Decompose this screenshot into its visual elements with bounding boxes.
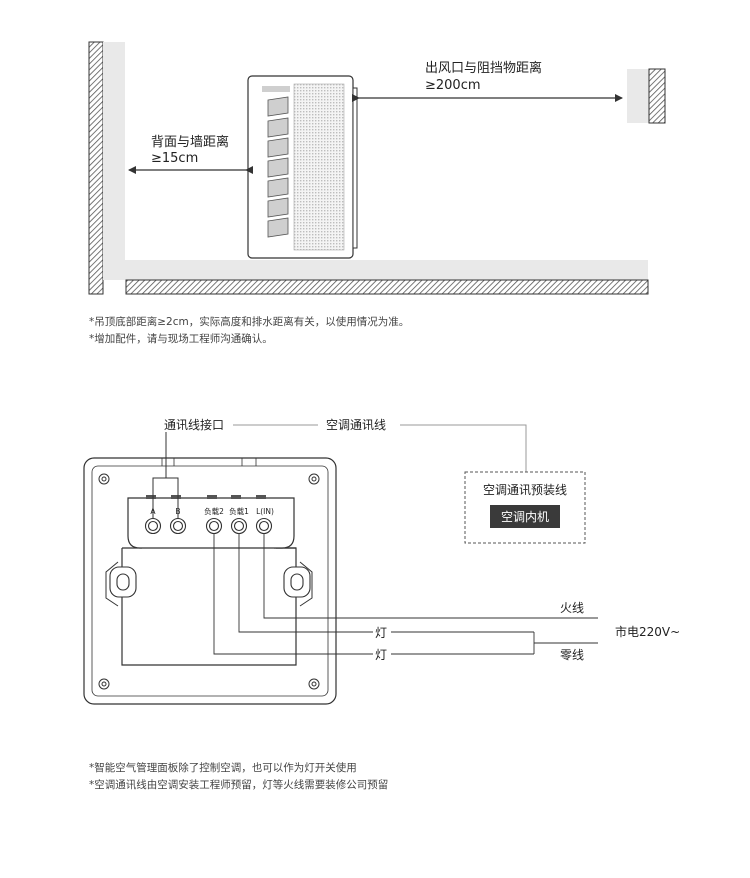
live-label: 火线 [560, 601, 584, 615]
back-distance-value: ≥15cm [151, 151, 198, 166]
panel-inner [91, 465, 329, 697]
installation-diagram: 背面与墙距离 ≥15cm 出风口与阻挡物距离 ≥200cm *吊顶底部距离≥2c… [88, 41, 666, 345]
terminal-tabs [146, 495, 266, 499]
comm-line [233, 424, 527, 472]
terminal-screws [144, 517, 273, 535]
floor-shade [103, 260, 648, 280]
ac-unit [247, 75, 358, 259]
obstacle-shade [627, 69, 649, 123]
preinstall-label: 空调通讯预装线 [483, 483, 567, 497]
indoor-unit-badge [490, 505, 560, 528]
lamp-wire-1 [238, 534, 373, 633]
terminal-label-lin: L(IN) [256, 507, 274, 516]
wiring-note-1: *智能空气管理面板除了控制空调，也可以作为灯开关使用 [89, 761, 357, 774]
back-distance-label: 背面与墙距离 [151, 134, 229, 150]
install-note-2: *增加配件，请与现场工程师沟通确认。 [89, 332, 273, 345]
wiring-diagram: A B 负载2 负载1 L(IN) 通讯线接口 空调通讯线 空调通讯预装线 空调… [83, 417, 680, 791]
comm-port-label: 通讯线接口 [164, 417, 224, 432]
outlet-distance-label: 出风口与阻挡物距离 [425, 60, 542, 76]
floor [125, 279, 649, 295]
comm-line-label: 空调通讯线 [326, 418, 386, 432]
wall-shade [103, 42, 125, 260]
left-wall [88, 41, 104, 295]
mains-label: 市电220V~ [615, 624, 680, 639]
outlet-distance-value: ≥200cm [425, 78, 481, 93]
ac-fins [267, 96, 289, 238]
obstacle [648, 68, 666, 124]
live-wire [263, 534, 598, 619]
mounting-holes [109, 566, 311, 598]
lamp-wire-2 [213, 534, 373, 655]
neutral-label: 零线 [560, 648, 584, 662]
wiring-note-2: *空调通讯线由空调安装工程师预留，灯等火线需要装修公司预留 [89, 778, 388, 791]
wires [213, 534, 598, 655]
panel-screws [98, 473, 320, 690]
ac-grille [293, 83, 345, 251]
terminal-label-load1: 负载1 [229, 506, 249, 516]
lamp-label-1: 灯 [375, 626, 387, 640]
indoor-unit-label: 空调内机 [501, 510, 549, 524]
preinstall-box [464, 471, 586, 544]
lamp-label-2: 灯 [375, 648, 387, 662]
terminal-label-load2: 负载2 [204, 506, 224, 516]
install-note-1: *吊顶底部距离≥2cm，实际高度和排水距离有关，以使用情况为准。 [89, 315, 409, 328]
